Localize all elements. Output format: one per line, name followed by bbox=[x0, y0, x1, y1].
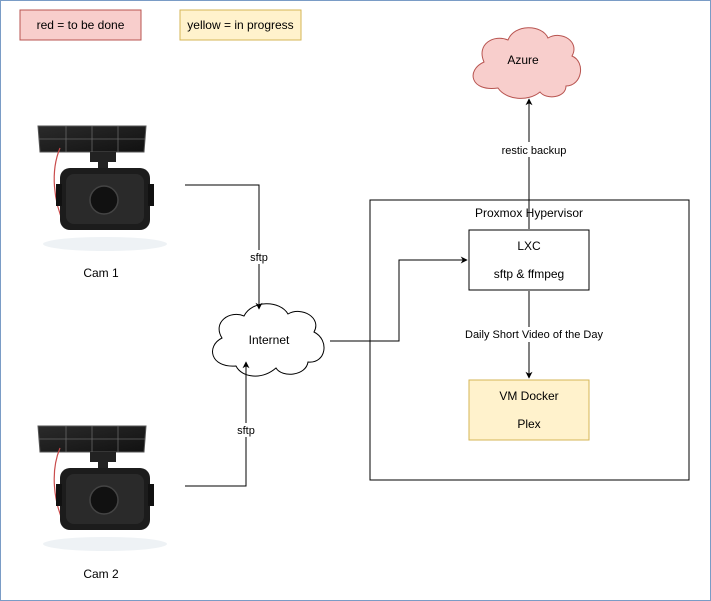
cam1-label: Cam 1 bbox=[83, 266, 119, 280]
cam2-label: Cam 2 bbox=[83, 567, 119, 581]
cloud-icon bbox=[212, 303, 325, 377]
azure-label: Azure bbox=[507, 53, 539, 67]
azure-cloud: Azure bbox=[472, 27, 581, 99]
vm-docker-box: VM Docker Plex bbox=[468, 379, 590, 441]
legend-red-label: red = to be done bbox=[37, 18, 125, 32]
edge-lxc-azure: restic backup bbox=[497, 98, 571, 229]
vm-docker-title: VM Docker bbox=[499, 389, 558, 403]
internet-label: Internet bbox=[249, 333, 290, 347]
legend-red: red = to be done bbox=[19, 9, 142, 41]
lxc-subtitle: sftp & ffmpeg bbox=[494, 267, 564, 281]
legend-yellow-label: yellow = in progress bbox=[187, 18, 293, 32]
cam2-node: Cam 2 bbox=[20, 412, 183, 581]
vm-docker-subtitle: Plex bbox=[517, 417, 540, 431]
edge-label-daily-video: Daily Short Video of the Day bbox=[465, 329, 603, 341]
lxc-box: LXC sftp & ffmpeg bbox=[468, 229, 590, 291]
edge-label-sftp: sftp bbox=[237, 425, 255, 437]
cam1-node: Cam 1 bbox=[20, 112, 183, 280]
edge-lxc-vm: Daily Short Video of the Day bbox=[462, 291, 606, 379]
lxc-title: LXC bbox=[517, 239, 541, 253]
edge-internet-lxc bbox=[330, 256, 468, 342]
legend-yellow: yellow = in progress bbox=[179, 9, 302, 41]
edge-cam2-internet: sftp bbox=[185, 361, 259, 487]
internet-cloud: Internet bbox=[212, 303, 325, 377]
camera-icon bbox=[20, 112, 183, 260]
edge-label-sftp: sftp bbox=[250, 252, 268, 264]
edge-label-restic-backup: restic backup bbox=[502, 145, 567, 157]
edge-cam1-internet: sftp bbox=[185, 184, 272, 310]
cloud-icon bbox=[472, 27, 581, 99]
camera-icon bbox=[20, 412, 183, 560]
